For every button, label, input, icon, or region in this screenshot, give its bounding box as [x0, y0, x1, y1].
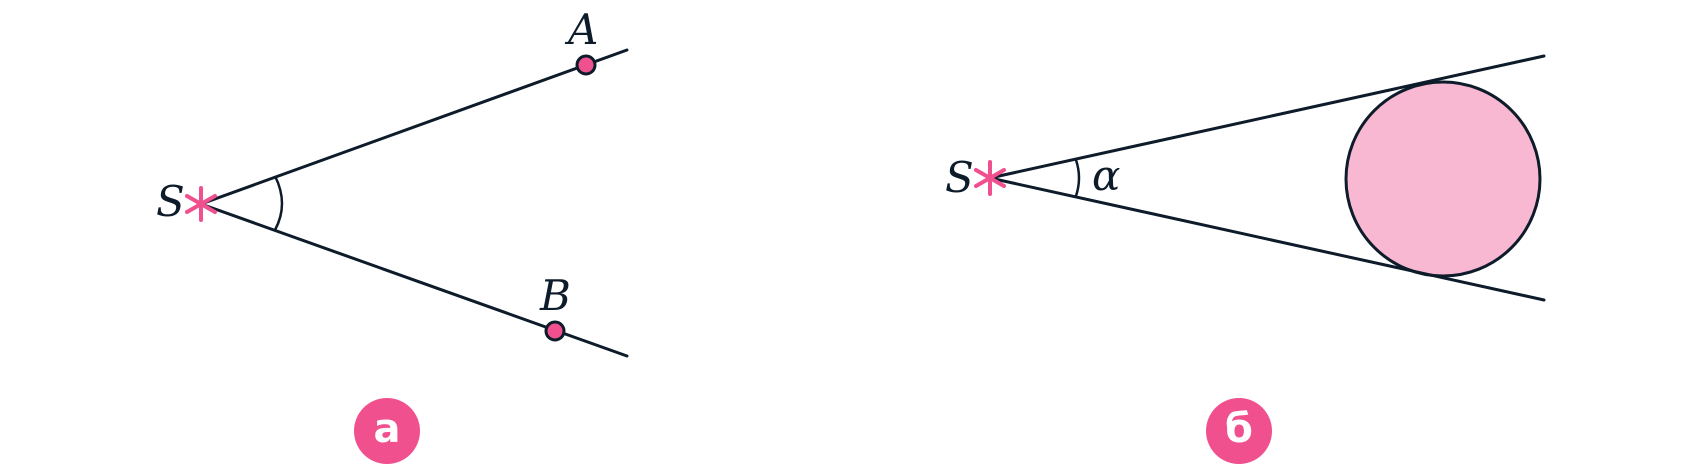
panel-a: S A B	[156, 5, 629, 358]
vertex-label-s-b: S	[945, 153, 974, 202]
angle-alpha-label: α	[1092, 151, 1120, 200]
angle-arc-a	[273, 175, 284, 231]
panel-b: S α	[945, 54, 1546, 302]
star-icon	[185, 186, 217, 222]
ray-upper	[988, 54, 1546, 180]
ray-sa	[199, 48, 629, 206]
point-a-label: A	[564, 5, 598, 54]
point-b	[544, 320, 566, 342]
ray-lower	[988, 176, 1546, 302]
point-b-label: B	[539, 271, 571, 320]
panel-b-badge: б	[1206, 398, 1272, 464]
inscribed-circle	[1344, 80, 1542, 278]
star-icon	[974, 160, 1006, 196]
point-a	[575, 54, 597, 76]
angle-arc-b	[1074, 159, 1081, 197]
panel-a-badge: а	[354, 398, 420, 464]
vertex-label-s-a: S	[156, 177, 185, 226]
